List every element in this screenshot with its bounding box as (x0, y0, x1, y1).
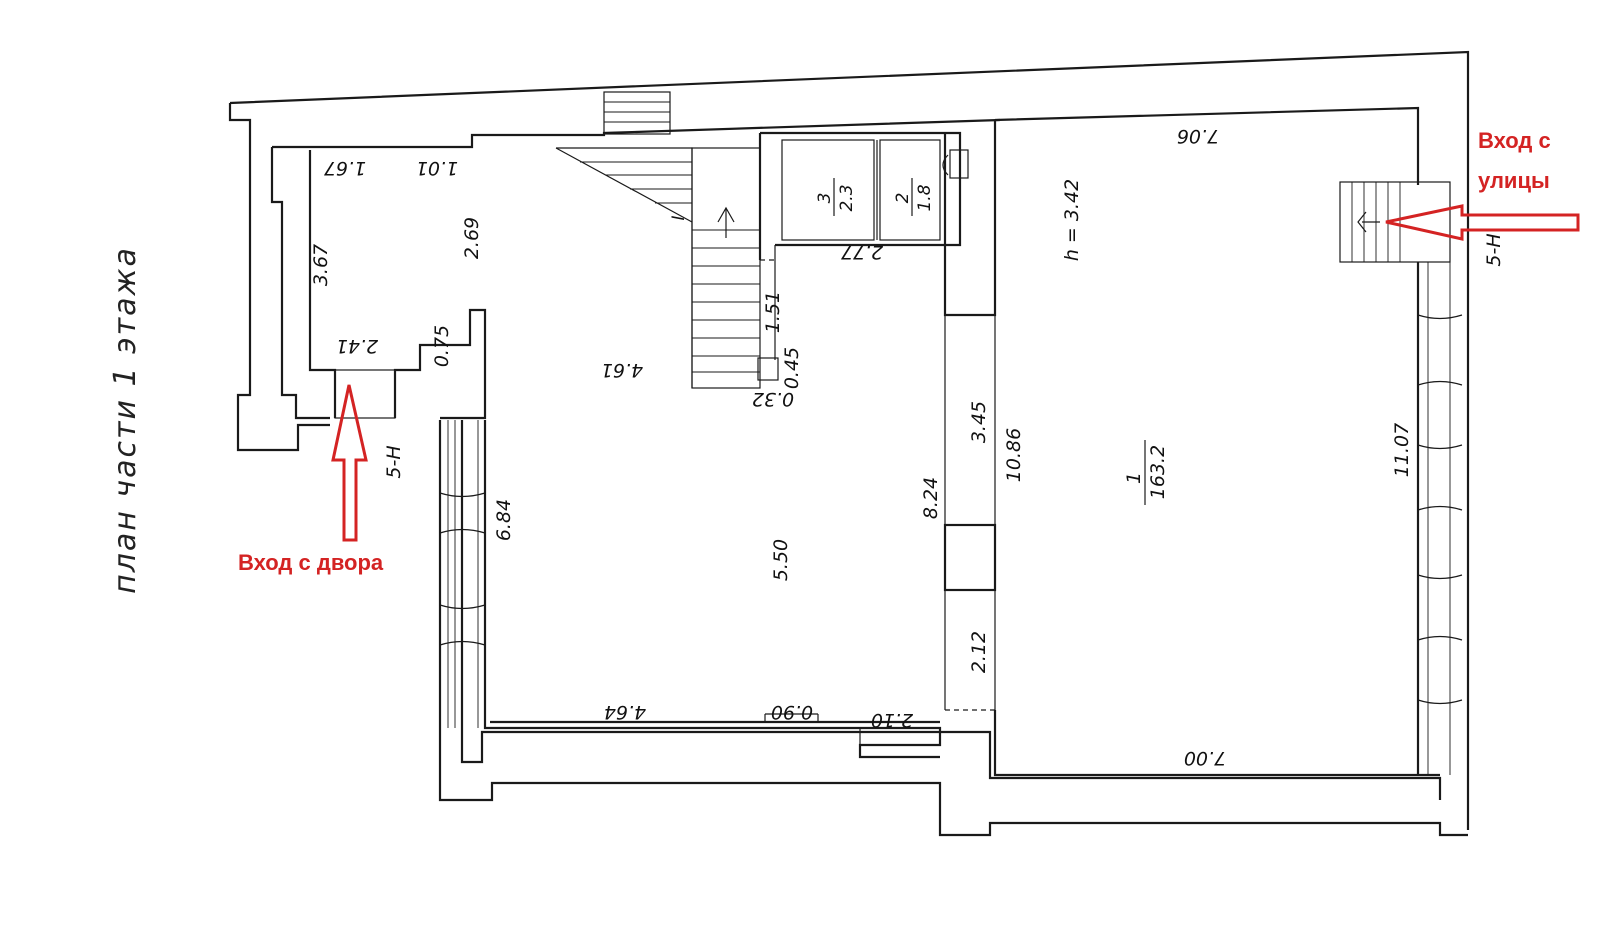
yard-entrance-mark: 5-Н (383, 445, 405, 478)
dim-2-41: 2.41 (336, 335, 378, 357)
dim-0-45: 0.45 (781, 347, 803, 389)
room-3-area: 2.3 (837, 184, 857, 211)
dim-3-45: 3.45 (968, 401, 990, 443)
dim-2-77: 2.77 (841, 241, 883, 263)
dim-7-06: 7.06 (1177, 125, 1219, 147)
dim-3-67: 3.67 (310, 244, 332, 286)
plan-title: план части 1 этажа (108, 246, 143, 594)
outer-walls (228, 50, 1470, 837)
room-3-number: 3 (815, 193, 835, 204)
ceiling-height-label: h = 3.42 (1061, 179, 1083, 261)
street-entrance-mark: 5-Н (1483, 233, 1505, 266)
staircase (555, 133, 779, 389)
room-1-area: 163.2 (1147, 445, 1169, 499)
dim-0-32: 0.32 (752, 388, 794, 410)
street-entrance-label-line1: Вход с (1478, 128, 1551, 153)
room-2-area: 1.8 (915, 184, 935, 211)
dim-2-10: 2.10 (871, 709, 913, 731)
dim-2-12: 2.12 (968, 631, 990, 673)
dim-1-01: 1.01 (416, 157, 458, 179)
street-entrance-label-line2: улицы (1478, 168, 1550, 193)
dim-2-69: 2.69 (461, 217, 483, 259)
dim-0-90: 0.90 (771, 701, 813, 723)
dim-10-86: 10.86 (1003, 428, 1025, 482)
dim-11-07: 11.07 (1391, 423, 1413, 477)
dim-8-24: 8.24 (920, 477, 942, 519)
dim-7-00: 7.00 (1184, 747, 1226, 769)
room-1-number: 1 (1123, 472, 1145, 484)
yard-entrance-arrow-icon (331, 384, 368, 542)
dim-1-51: 1.51 (762, 291, 784, 333)
dim-1-67: 1.67 (324, 157, 366, 179)
dim-6-84: 6.84 (493, 499, 515, 541)
big-hall-walls (993, 106, 1463, 777)
dim-4-64: 4.64 (604, 701, 646, 723)
stair-mark: I (669, 215, 689, 220)
central-partition (943, 120, 997, 711)
street-entrance-arrow-icon (1385, 204, 1580, 241)
dim-4-61: 4.61 (601, 359, 643, 381)
yard-entrance-label: Вход с двора (238, 550, 384, 575)
room-2-number: 2 (893, 193, 913, 204)
left-room-walls (308, 150, 487, 420)
dim-0-75: 0.75 (431, 325, 453, 367)
small-rooms (760, 131, 969, 360)
main-hall-walls (439, 420, 942, 759)
dim-5-50: 5.50 (770, 539, 792, 581)
